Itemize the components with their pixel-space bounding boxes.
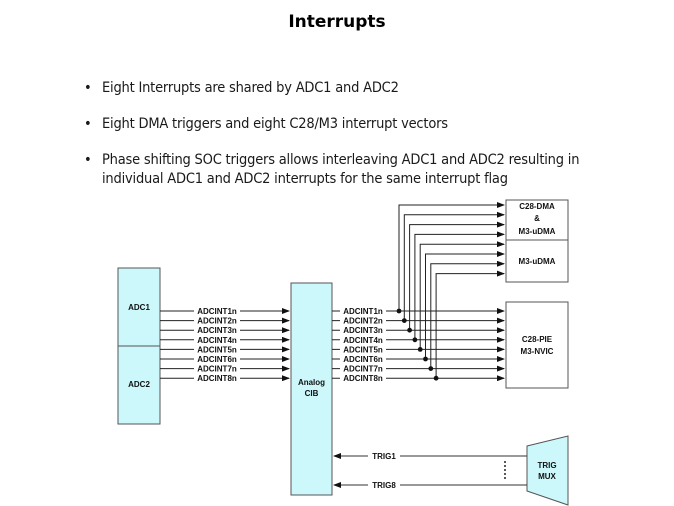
bullet-item: •Eight DMA triggers and eight C28/M3 int… bbox=[84, 116, 448, 132]
junction-dot bbox=[407, 327, 412, 333]
label-bg bbox=[340, 364, 386, 374]
label-bg bbox=[194, 306, 240, 316]
dma-branch-line bbox=[403, 211, 505, 321]
bullet-icon: • bbox=[84, 80, 92, 96]
cib-signal-label: ADCINT4n bbox=[343, 336, 383, 345]
cib-signal-label: ADCINT1n bbox=[343, 307, 383, 316]
analog-cib-block bbox=[290, 282, 333, 496]
bullet-list: •Eight Interrupts are shared by ADC1 and… bbox=[84, 79, 604, 206]
nvic-label: M3-NVIC bbox=[521, 347, 554, 356]
label-bg bbox=[340, 325, 386, 335]
bullet-icon: • bbox=[84, 152, 92, 168]
label-bg bbox=[340, 306, 386, 316]
label-bg bbox=[340, 344, 386, 354]
cib-signal-label: ADCINT5n bbox=[343, 345, 383, 354]
dma-label-2: & bbox=[534, 214, 540, 223]
adc-signal-label: ADCINT7n bbox=[197, 365, 237, 374]
udma-label: M3-uDMA bbox=[519, 257, 556, 266]
dma-label-1: C28-DMA bbox=[519, 202, 555, 211]
junction-dot bbox=[433, 375, 439, 381]
adc-signal-label: ADCINT2n bbox=[197, 317, 237, 326]
dma-branch-line bbox=[430, 260, 505, 369]
adc-signal-label: ADCINT4n bbox=[197, 336, 237, 345]
junction-dot bbox=[417, 347, 423, 352]
label-bg bbox=[194, 316, 240, 326]
dma-branch-line bbox=[414, 231, 505, 340]
cib-label-analog: Analog bbox=[298, 378, 325, 387]
cib-signal-label: ADCINT8n bbox=[343, 374, 383, 383]
label-bg bbox=[340, 316, 386, 326]
label-bg bbox=[194, 335, 240, 345]
trig8-label: TRIG8 bbox=[372, 481, 396, 490]
label-bg bbox=[340, 335, 386, 345]
dma-branch-line bbox=[425, 251, 505, 359]
label-bg bbox=[194, 344, 240, 354]
label-bg bbox=[340, 373, 386, 383]
adc2-label: ADC2 bbox=[128, 380, 150, 389]
adc-signal-label: ADCINT6n bbox=[197, 355, 237, 364]
udma-block bbox=[505, 239, 569, 283]
pie-label: C28-PIE bbox=[522, 335, 553, 344]
dma-branch-line bbox=[409, 221, 505, 331]
label-bg bbox=[194, 325, 240, 335]
pie-nvic-block bbox=[505, 301, 569, 389]
slide-title: Interrupts bbox=[288, 12, 386, 32]
junction-dot bbox=[401, 318, 407, 323]
cib-signal-label: ADCINT3n bbox=[343, 326, 383, 335]
dma-branch-line bbox=[435, 270, 505, 379]
cib-signal-label: ADCINT7n bbox=[343, 365, 383, 374]
cib-signal-label: ADCINT6n bbox=[343, 355, 383, 364]
label-bg bbox=[194, 354, 240, 364]
bullet-item: •Phase shifting SOC triggers allows inte… bbox=[84, 152, 580, 187]
adc-signal-label: ADCINT3n bbox=[197, 326, 237, 335]
dma-label-3: M3-uDMA bbox=[519, 227, 556, 236]
cib-signal-label: ADCINT2n bbox=[343, 317, 383, 326]
adc-signal-label: ADCINT1n bbox=[197, 307, 237, 316]
junction-dot bbox=[412, 337, 418, 343]
bullet-icon: • bbox=[84, 116, 92, 132]
trig1-label: TRIG1 bbox=[372, 452, 396, 461]
adc1-label: ADC1 bbox=[128, 303, 150, 312]
mux-label-mux: MUX bbox=[538, 472, 556, 481]
label-bg bbox=[194, 364, 240, 374]
label-bg bbox=[194, 373, 240, 383]
junction-dot bbox=[423, 356, 428, 362]
adc-signal-label: ADCINT5n bbox=[197, 345, 237, 354]
bullet-item: •Eight Interrupts are shared by ADC1 and… bbox=[84, 80, 399, 96]
junction-dot bbox=[428, 366, 434, 371]
dma-block bbox=[505, 199, 569, 241]
label-bg bbox=[340, 354, 386, 364]
junction-dot bbox=[396, 308, 402, 314]
adc2-block bbox=[117, 345, 161, 425]
cib-label-cib: CIB bbox=[305, 389, 319, 398]
dma-branch-line bbox=[419, 241, 505, 350]
adc-signal-label: ADCINT8n bbox=[197, 374, 237, 383]
dma-branch-line bbox=[398, 202, 505, 311]
mux-label-trig: TRIG bbox=[537, 461, 556, 470]
trig-mux-block bbox=[526, 435, 569, 506]
